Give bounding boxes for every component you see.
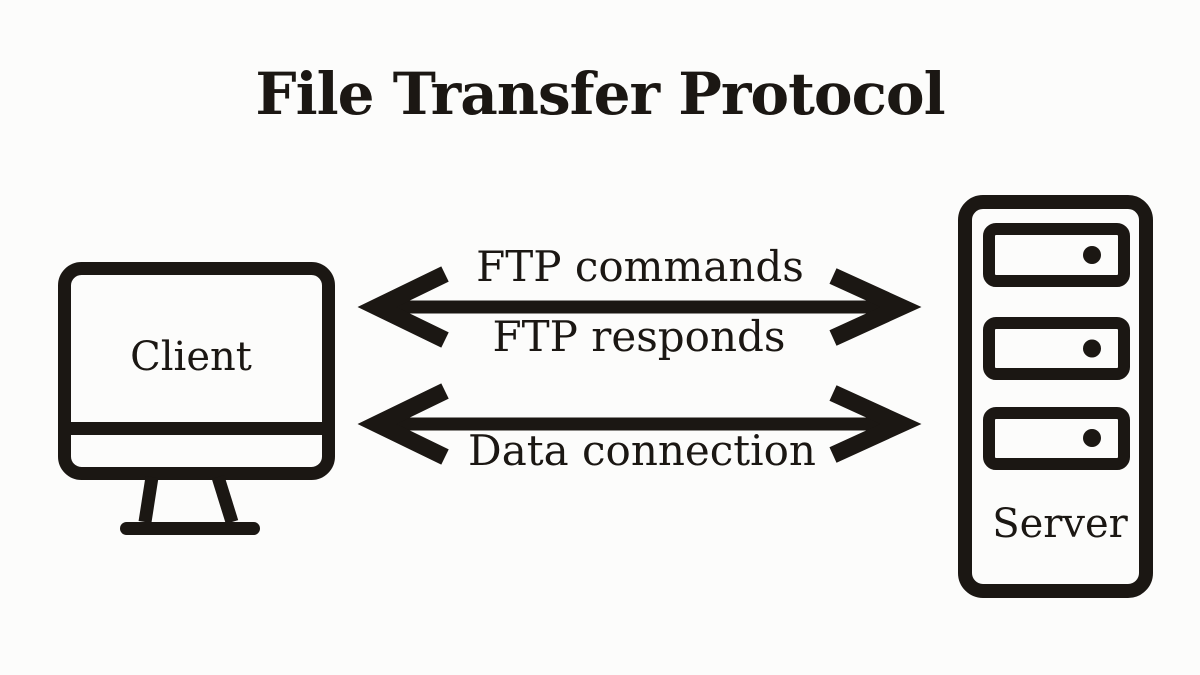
client-label: Client — [130, 334, 252, 380]
data-connection-label: Data connection — [468, 426, 816, 475]
drive-led-dot — [1083, 246, 1101, 264]
ftp-commands-label: FTP commands — [476, 242, 804, 291]
drive-led-dot — [1083, 429, 1101, 447]
control-connection-arrow — [357, 266, 922, 348]
server-tower-icon — [958, 195, 1153, 598]
page-title: File Transfer Protocol — [255, 60, 945, 128]
data-connection-arrow — [357, 383, 922, 465]
server-label: Server — [992, 501, 1128, 547]
ftp-responds-label: FTP responds — [492, 312, 786, 361]
client-monitor-icon — [58, 262, 335, 535]
drive-led-dot — [1083, 339, 1101, 358]
